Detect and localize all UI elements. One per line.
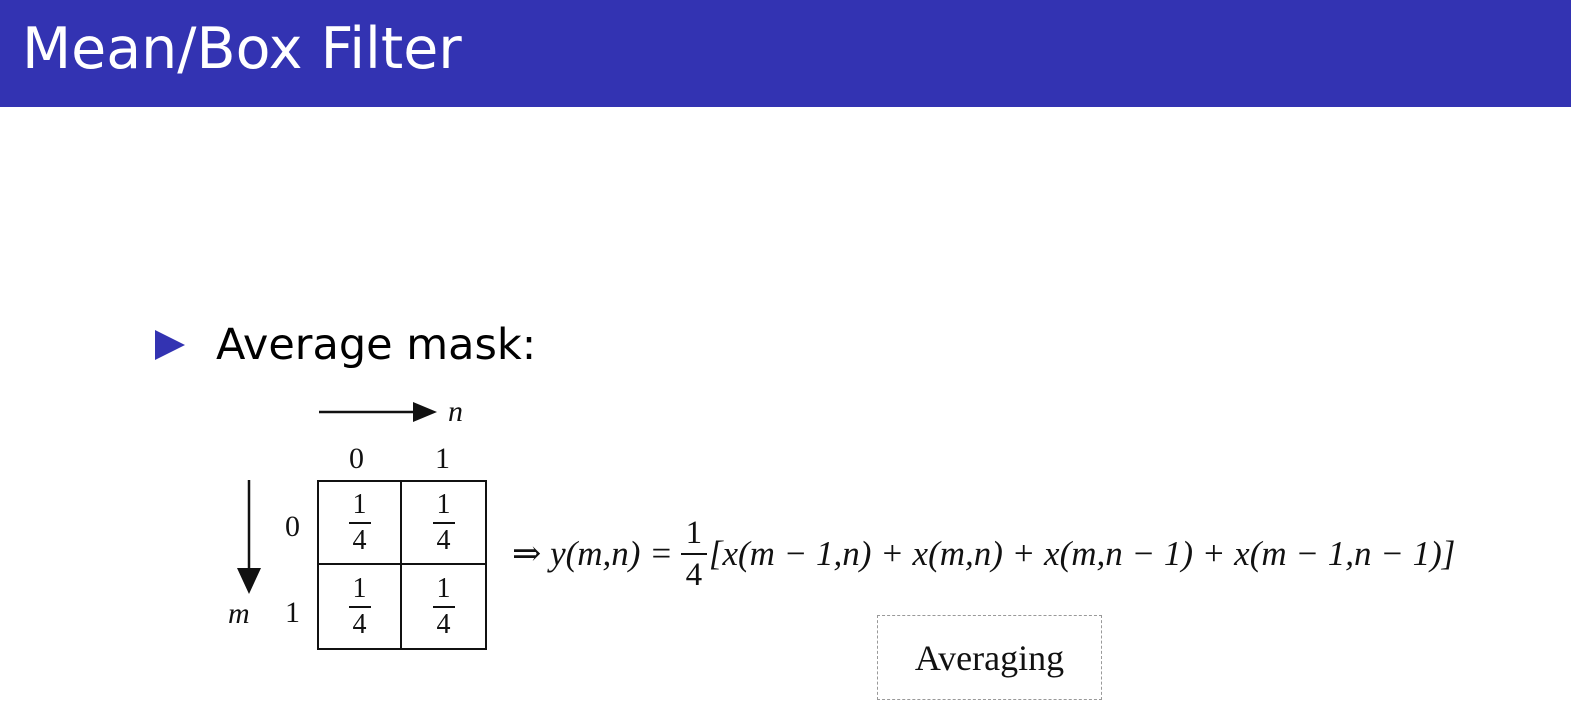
fraction: 1 4 [348,572,371,640]
equation-coefficient: 1 4 [680,515,707,593]
average-mask-grid: 1 4 1 4 1 4 1 4 [317,480,487,650]
fraction-bar [432,605,455,608]
coefficient-bar [680,553,707,555]
fraction-denominator: 4 [436,608,451,640]
fraction-denominator: 4 [352,608,367,640]
row-index-0: 0 [285,510,300,543]
m-axis-label: m [228,597,250,630]
m-axis-arrow [237,480,261,594]
bullet-triangle-icon [155,330,185,360]
fraction-numerator: 1 [436,488,451,520]
col-index-0: 0 [349,442,364,475]
equation-rhs: [x(m − 1,n) + x(m,n) + x(m,n − 1) + x(m … [708,534,1456,573]
fraction: 1 4 [432,488,455,556]
fraction-numerator: 1 [352,488,367,520]
coefficient-denominator: 4 [685,557,703,593]
bullet-text: Average mask: [216,320,537,370]
fraction: 1 4 [432,572,455,640]
fraction-denominator: 4 [352,524,367,556]
mask-cell: 1 4 [402,565,485,648]
averaging-caption-box: Averaging [877,615,1102,700]
n-axis-arrow [319,402,437,422]
title-bar: Mean/Box Filter [0,0,1571,107]
mask-cell: 1 4 [402,482,485,565]
col-index-1: 1 [435,442,450,475]
coefficient-numerator: 1 [685,515,703,551]
fraction-bar [348,521,371,524]
fraction: 1 4 [348,488,371,556]
fraction-denominator: 4 [436,524,451,556]
fraction-numerator: 1 [352,572,367,604]
n-axis-label: n [448,395,463,428]
mask-cell: 1 4 [319,565,402,648]
mask-cell: 1 4 [319,482,402,565]
slide-title: Mean/Box Filter [22,16,462,82]
averaging-equation: ⇒ y(m,n) = 1 4 [x(m − 1,n) + x(m,n) + x(… [512,515,1455,593]
averaging-caption: Averaging [914,637,1065,678]
fraction-bar [432,521,455,524]
fraction-bar [348,605,371,608]
row-index-1: 1 [285,596,300,629]
equation-lhs: ⇒ y(m,n) = [512,534,673,573]
fraction-numerator: 1 [436,572,451,604]
